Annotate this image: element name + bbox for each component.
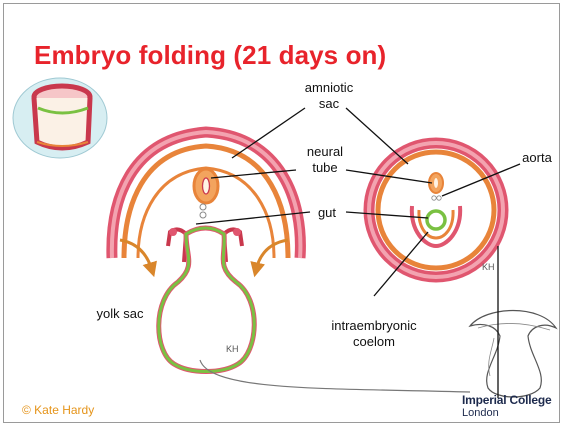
label-yolk-sac: yolk sac [90,306,150,322]
thumbnail-folded-embryo [470,311,556,398]
logo-line-1: Imperial College [462,394,562,407]
right-embryo: KH [369,143,503,277]
label-amniotic-sac: amniotic sac [296,80,362,112]
thumbnail-early-embryo [13,78,107,158]
slide-title: Embryo folding (21 days on) [34,40,386,71]
logo-line-2: London [462,407,562,420]
copyright-text: © Kate Hardy [22,403,94,417]
label-gut: gut [312,205,342,221]
label-neural-tube: neural tube [296,144,354,176]
svg-text:KH: KH [226,344,239,354]
imperial-college-logo: Imperial College London [462,394,562,420]
label-aorta: aorta [515,150,559,166]
left-embryo: KH [112,132,301,372]
svg-text:KH: KH [482,262,495,272]
label-intraembryonic-coelom: intraembryonic coelom [316,318,432,350]
